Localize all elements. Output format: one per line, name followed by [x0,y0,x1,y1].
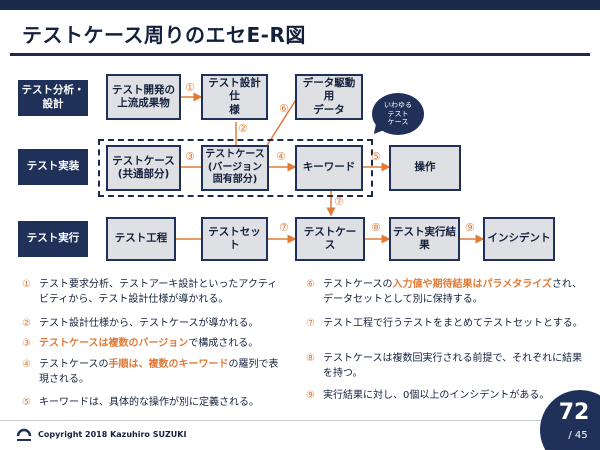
box-operation-text: 操作 [414,161,436,174]
marker-6: ⑥ [279,102,289,115]
note-segment: テストケースの [39,359,109,370]
note-text: テストケースは複数のバージョンで構成される。 [39,337,284,352]
note-text: テストケースの手順は、複数のキーワードの羅列で表現される。 [39,358,284,387]
box-keyword: キーワード [295,145,363,191]
note-item: ⑨ 実行結果に対し、0個以上のインシデントがある。 [306,389,588,404]
row-label-implementation: テスト実装 [18,149,88,185]
page-number: 72 [558,400,590,425]
box-test-design-spec: テスト設計仕 様 [201,74,268,120]
box-data-driven-text: データ駆動用 データ [302,77,356,116]
logo-icon [16,428,32,441]
box-testcase-text: テストケース [303,225,357,251]
note-highlight: テストケースは複数のバージョン [39,338,189,349]
row-label-execution: テスト実行 [18,221,88,257]
note-highlight: 入力値や期待結果はパラメタライズ [392,279,552,290]
box-testcase: テストケース [295,217,365,261]
box-test-process: テスト工程 [106,217,176,261]
box-test-design-spec-text: テスト設計仕 様 [208,77,261,116]
box-operation: 操作 [389,145,461,191]
testcase-group-outline [98,139,373,197]
copyright-text: Copyright 2018 Kazuhiro SUZUKI [38,430,187,439]
title-divider [10,53,590,56]
note-item: ⑦ テスト工程で行うテストをまとめてテストセットとする。 [306,317,588,332]
note-text: テスト設計仕様から、テストケースが導かれる。 [39,317,284,332]
note-number: ⑦ [306,318,315,329]
note-number: ⑧ [306,353,315,364]
marker-7b: ⑦ [279,221,289,234]
note-text: テスト要求分析、テストアーキ設計といったアクティビティから、テスト設計仕様が導か… [39,278,284,307]
box-incident: インシデント [483,217,555,261]
box-test-process-text: テスト工程 [114,232,168,245]
note-item: ⑤ キーワードは、具体的な操作が別に定義される。 [22,396,284,411]
marker-3: ③ [185,150,195,163]
note-item: ③ テストケースは複数のバージョンで構成される。 [22,337,284,352]
callout-bubble: いわゆる テスト ケース [372,93,424,135]
note-text: 実行結果に対し、0個以上のインシデントがある。 [323,389,588,404]
connector-6 [265,94,300,148]
note-number: ⑥ [306,279,315,290]
box-test-set-text: テストセット [208,225,261,251]
note-segment: で構成される。 [188,338,259,349]
note-segment: テストケースの [323,279,393,290]
note-item: ⑥ テストケースの入力値や期待結果はパラメタライズされ、データセットとして別に保持… [306,278,588,307]
row-label-execution-text: テスト実行 [26,232,80,245]
page-total: / 45 [568,430,588,441]
note-number: ④ [22,359,31,370]
box-keyword-text: キーワード [302,161,356,174]
row-label-implementation-text: テスト実装 [26,160,80,173]
note-number: ② [22,318,31,329]
callout-bubble-text: いわゆる テスト ケース [384,100,412,127]
note-number: ⑤ [22,397,31,408]
marker-9: ⑨ [465,221,475,234]
note-highlight: 手順は、複数のキーワード [108,359,229,370]
note-number: ⑨ [306,390,315,401]
marker-4: ④ [276,150,286,163]
row-label-analysis-text: テスト分析・ 設計 [21,84,85,110]
box-test-set: テストセット [201,217,268,261]
marker-1: ① [185,81,195,94]
marker-5: ⑤ [371,150,381,163]
box-upstream-artifacts: テスト開発の 上流成果物 [106,74,181,120]
box-testcase-version: テストケース (バージョン 固有部分) [201,145,269,191]
note-text: キーワードは、具体的な操作が別に定義される。 [39,396,284,411]
note-segment: テスト設計仕様から、テストケースが導かれる。 [39,318,259,329]
box-testcase-version-text: テストケース (バージョン 固有部分) [205,149,265,186]
note-segment: の羅列で表現される。 [39,359,279,385]
note-segment: され、データセットとして別に保持する。 [323,279,583,305]
footer-divider [0,420,600,421]
box-testcase-common-text: テストケース (共通部分) [112,154,175,180]
note-text: テストケースの入力値や期待結果はパラメタライズされ、データセットとして別に保持す… [323,278,588,307]
marker-7: ⑦ [334,195,344,208]
note-item: ① テスト要求分析、テストアーキ設計といったアクティビティから、テスト設計仕様が導… [22,278,284,307]
note-text: テストケースは複数回実行される前提で、それぞれに結果を持つ。 [323,352,588,381]
note-number: ③ [22,338,31,349]
note-item: ② テスト設計仕様から、テストケースが導かれる。 [22,317,284,332]
box-testcase-common: テストケース (共通部分) [106,145,181,191]
box-test-result-text: テスト実行結 果 [393,225,456,251]
box-test-result: テスト実行結 果 [389,217,460,261]
note-segment: テスト工程で行うテストをまとめてテストセットとする。 [323,318,583,329]
box-upstream-artifacts-text: テスト開発の 上流成果物 [112,83,175,109]
note-segment: テスト要求分析、テストアーキ設計といったアクティビティから、テスト設計仕様が導か… [39,279,278,305]
marker-8: ⑧ [371,221,381,234]
note-item: ⑧ テストケースは複数回実行される前提で、それぞれに結果を持つ。 [306,352,588,381]
row-label-analysis: テスト分析・ 設計 [18,80,88,116]
note-text: テスト工程で行うテストをまとめてテストセットとする。 [323,317,588,332]
note-segment: テストケースは複数回実行される前提で、それぞれに結果を持つ。 [323,353,583,379]
note-number: ① [22,279,31,290]
note-segment: キーワードは、具体的な操作が別に定義される。 [39,397,259,408]
top-bar [0,0,600,10]
box-data-driven: データ駆動用 データ [295,74,363,120]
box-incident-text: インシデント [487,232,551,245]
page-title: テストケース周りのエセE-R図 [22,23,306,47]
note-segment: 実行結果に対し、0個以上のインシデントがある。 [323,390,550,401]
marker-2: ② [238,122,248,135]
note-item: ④ テストケースの手順は、複数のキーワードの羅列で表現される。 [22,358,284,387]
